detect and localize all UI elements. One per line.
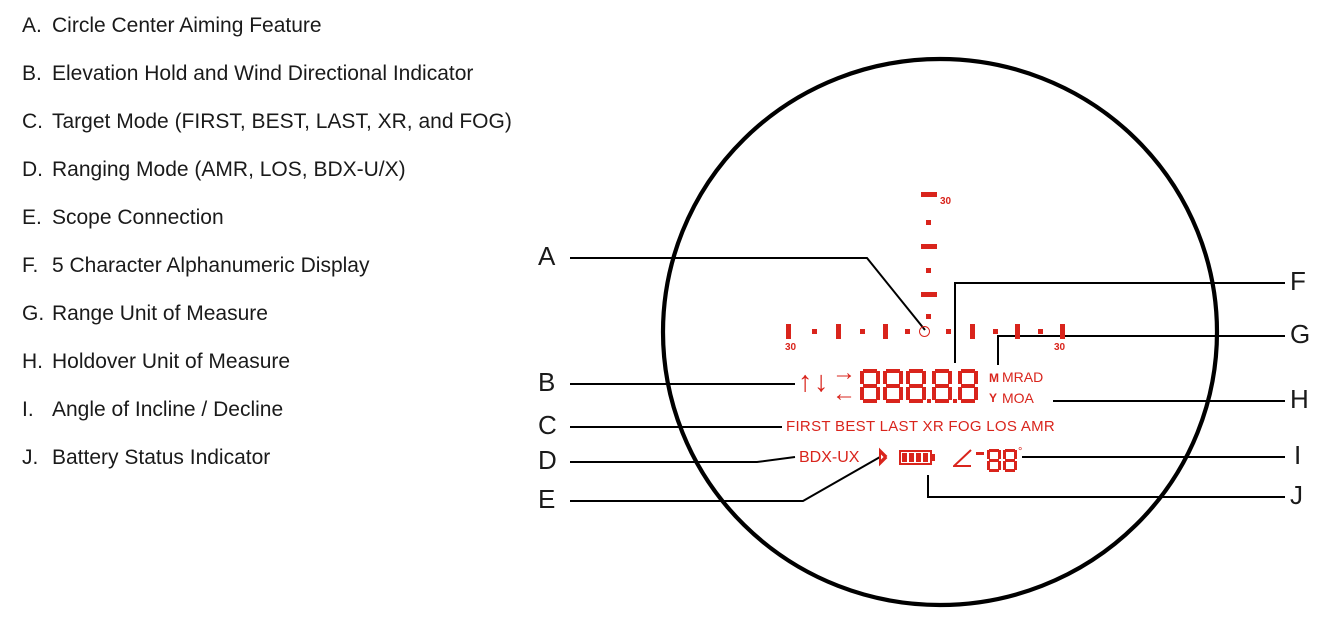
legend-text: 5 Character Alphanumeric Display xyxy=(52,254,370,277)
callout-letter-c: C xyxy=(538,410,557,440)
legend-text: Scope Connection xyxy=(52,206,224,229)
list-item: G. Range Unit of Measure xyxy=(22,302,542,350)
legend-key: G. xyxy=(22,302,45,325)
list-item: H. Holdover Unit of Measure xyxy=(22,350,542,398)
callout-letter-i: I xyxy=(1294,440,1302,470)
callout-letter-e: E xyxy=(538,484,556,514)
callout-letter-a: A xyxy=(538,241,556,271)
legend-key: J. xyxy=(22,446,39,469)
legend-key: F. xyxy=(22,254,39,277)
leader-line-g xyxy=(997,335,1285,365)
legend-key: H. xyxy=(22,350,43,373)
list-item: C. Target Mode (FIRST, BEST, LAST, XR, a… xyxy=(22,110,542,158)
leader-line-d xyxy=(570,456,796,463)
callout-letter-h: H xyxy=(1290,384,1309,414)
callout-letter-b: B xyxy=(538,367,556,397)
callout-letter-f: F xyxy=(1290,266,1306,296)
legend-text: Circle Center Aiming Feature xyxy=(52,14,322,37)
list-item: B. Elevation Hold and Wind Directional I… xyxy=(22,62,542,110)
legend-key: B. xyxy=(22,62,42,85)
leader-line-e xyxy=(570,456,881,502)
list-item: A. Circle Center Aiming Feature xyxy=(22,14,542,62)
legend-key: C. xyxy=(22,110,43,133)
list-item: D. Ranging Mode (AMR, LOS, BDX-U/X) xyxy=(22,158,542,206)
list-item: I. Angle of Incline / Decline xyxy=(22,398,542,446)
list-item: J. Battery Status Indicator xyxy=(22,446,542,494)
callout-letter-g: G xyxy=(1290,319,1311,349)
legend-text: Target Mode (FIRST, BEST, LAST, XR, and … xyxy=(52,110,512,133)
leader-line-f xyxy=(954,282,1285,363)
list-item: E. Scope Connection xyxy=(22,206,542,254)
callout-letter-j: J xyxy=(1290,480,1303,510)
leader-line-j xyxy=(927,475,1285,498)
list-item: F. 5 Character Alphanumeric Display xyxy=(22,254,542,302)
legend-text: Ranging Mode (AMR, LOS, BDX-U/X) xyxy=(52,158,406,181)
legend-key: I. xyxy=(22,398,34,421)
legend-text: Holdover Unit of Measure xyxy=(52,350,291,373)
legend-list: A. Circle Center Aiming Feature B. Eleva… xyxy=(22,14,542,494)
legend-text: Range Unit of Measure xyxy=(52,302,268,325)
legend-key: A. xyxy=(22,14,42,37)
legend-text: Elevation Hold and Wind Directional Indi… xyxy=(52,62,474,85)
legend-key: D. xyxy=(22,158,43,181)
legend-text: Angle of Incline / Decline xyxy=(52,398,284,421)
legend-text: Battery Status Indicator xyxy=(52,446,271,469)
leader-line-a xyxy=(570,257,926,331)
callout-letter-d: D xyxy=(538,445,557,475)
legend-key: E. xyxy=(22,206,42,229)
scope-circle xyxy=(660,56,1220,608)
